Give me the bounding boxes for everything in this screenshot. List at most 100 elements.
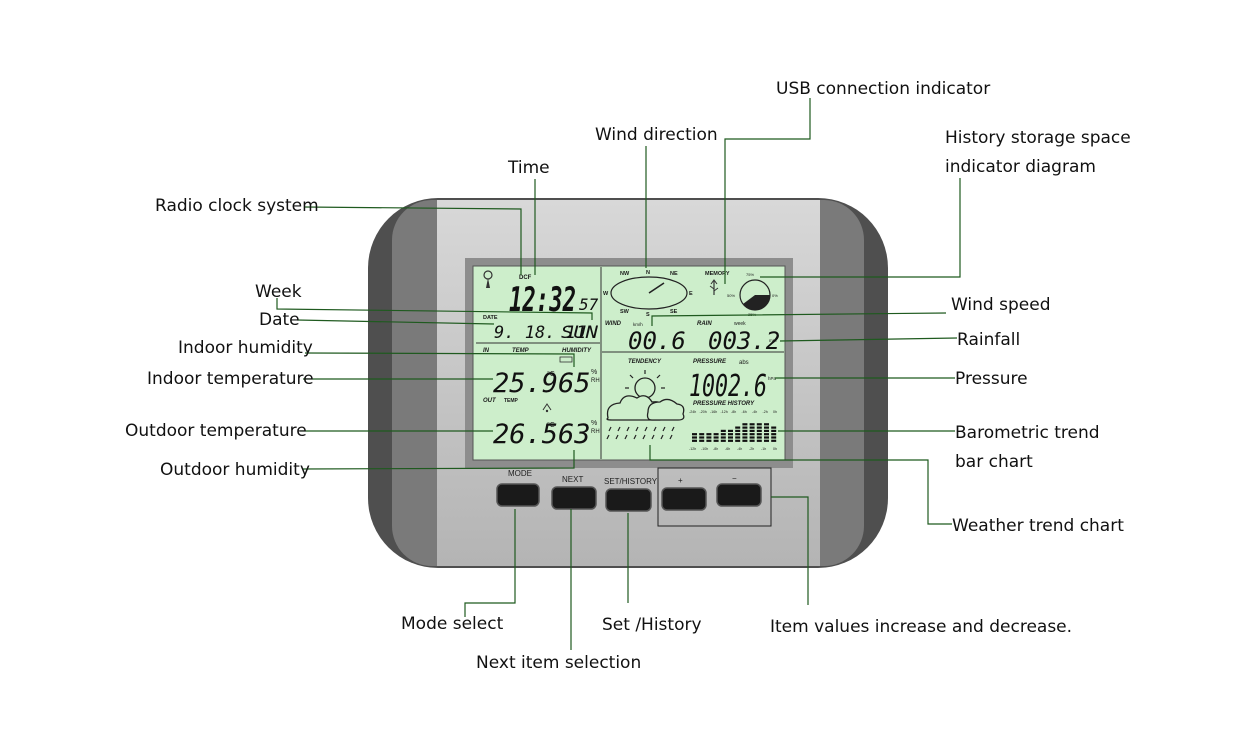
callout-mode-select: Mode select xyxy=(401,614,504,634)
barometric-bar-segment xyxy=(728,433,733,436)
barometric-bar-segment xyxy=(728,439,733,442)
callout-wind-speed: Wind speed xyxy=(951,295,1051,315)
memory-pie-icon xyxy=(739,279,771,311)
indoor-pct-unit: % xyxy=(591,369,597,376)
compass-e: E xyxy=(689,291,693,297)
barometric-bar-segment xyxy=(692,433,697,436)
barometric-bar-segment xyxy=(742,433,748,436)
barometric-bar-segment xyxy=(692,436,697,439)
outdoor-signal-icon xyxy=(542,403,552,413)
callout-set-history: Set /History xyxy=(602,615,702,635)
minus-button[interactable] xyxy=(716,483,762,507)
indoor-temp-display: 25.9 xyxy=(493,368,558,399)
history-hour-top-label: -6h xyxy=(742,410,747,414)
next-button-label: NEXT xyxy=(562,475,583,484)
barometric-bar-segment xyxy=(728,429,733,432)
humidity-header: HUMIDITY xyxy=(562,348,592,354)
next-button[interactable] xyxy=(551,486,597,510)
barometric-bar-segment xyxy=(720,433,726,436)
indoor-rh-unit: RH xyxy=(591,378,600,384)
weather-tendency-icon xyxy=(606,370,685,440)
outdoor-temp-unit: °C xyxy=(547,421,555,429)
callout-indoor-temperature: Indoor temperature xyxy=(147,369,314,389)
leader-date xyxy=(296,319,495,325)
callout-baro-trend-1: Barometric trend xyxy=(955,423,1100,443)
leader-item-values xyxy=(771,496,809,605)
set-history-button-label: SET/HISTORY xyxy=(604,477,658,486)
barometric-bar-segment xyxy=(706,439,712,442)
compass-n: N xyxy=(646,270,650,276)
barometric-bar-segment xyxy=(771,426,777,429)
compass-s: S xyxy=(646,312,650,318)
barometric-bar-segment xyxy=(771,429,777,432)
compass-sw: SW xyxy=(620,309,630,315)
barometric-bar-segment xyxy=(756,436,762,439)
history-hour-bottom-label: -12h xyxy=(689,447,696,451)
callout-time: Time xyxy=(508,158,550,178)
barometric-bar-segment xyxy=(756,423,762,426)
barometric-bar-segment xyxy=(713,436,719,439)
out-label: OUT xyxy=(483,398,497,404)
history-hour-bottom-label: -6h xyxy=(725,447,730,451)
compass-ne: NE xyxy=(670,271,678,277)
callout-indoor-humidity: Indoor humidity xyxy=(178,338,313,358)
memory-tick-50: 50% xyxy=(727,293,735,298)
barometric-bar-segment xyxy=(699,439,705,442)
barometric-bar-segment xyxy=(699,436,705,439)
wind-speed-display: 00.6 xyxy=(628,327,686,355)
callout-baro-trend-2: bar chart xyxy=(955,452,1033,472)
history-hour-bottom-label: -8h xyxy=(713,447,718,451)
barometric-bar-segment xyxy=(764,426,769,429)
rain-unit: mm xyxy=(769,338,777,343)
usb-icon xyxy=(709,279,719,295)
date-label: DATE xyxy=(483,315,498,321)
barometric-bar-segment xyxy=(764,433,769,436)
callout-outdoor-temperature: Outdoor temperature xyxy=(125,421,307,441)
barometric-bar-segment xyxy=(756,433,762,436)
history-hour-bottom-label: -4h xyxy=(737,447,742,451)
leader-weather-trend xyxy=(649,445,952,525)
set-history-button[interactable] xyxy=(605,488,652,512)
pressure-label: PRESSURE xyxy=(693,359,727,365)
barometric-bar-segment xyxy=(728,436,733,439)
history-hour-top-label: -20h xyxy=(700,410,707,414)
callout-rainfall: Rainfall xyxy=(957,330,1021,350)
callout-usb-indicator: USB connection indicator xyxy=(776,79,991,99)
plus-button[interactable] xyxy=(661,487,707,511)
memory-tick-75: 75% xyxy=(746,272,754,277)
barometric-bar-segment xyxy=(749,429,755,432)
plus-button-label: + xyxy=(678,476,683,485)
barometric-bar-segment xyxy=(771,436,777,439)
abs-label: abs xyxy=(739,360,749,366)
in-label: IN xyxy=(483,348,490,354)
callout-history-storage-1: History storage space xyxy=(945,128,1131,148)
callout-radio-clock: Radio clock system xyxy=(155,196,319,216)
outdoor-hum-display: 63 xyxy=(558,419,591,450)
barometric-bar-segment xyxy=(749,426,755,429)
barometric-trend-bars xyxy=(692,423,777,442)
callout-pressure: Pressure xyxy=(955,369,1028,389)
barometric-bar-segment xyxy=(742,439,748,442)
barometric-bar-segment xyxy=(713,439,719,442)
leader-mode xyxy=(464,509,516,617)
date-display: 9. 18. 11 xyxy=(494,323,586,343)
barometric-bar-segment xyxy=(756,439,762,442)
history-hour-bottom-label: -1h xyxy=(761,447,766,451)
compass-w: W xyxy=(603,291,609,297)
rainfall-display: 003.2 xyxy=(708,327,780,355)
barometric-bar-segment xyxy=(771,439,777,442)
barometric-bar-segment xyxy=(771,433,777,436)
leader-week xyxy=(276,298,593,320)
callout-wind-direction: Wind direction xyxy=(595,125,718,145)
weekday-display: SUN xyxy=(561,323,599,343)
barometric-bar-segment xyxy=(735,433,741,436)
barometric-bar-segment xyxy=(764,423,769,426)
pressure-unit: hPa xyxy=(768,376,777,381)
mode-button[interactable] xyxy=(496,483,540,507)
history-hour-bottom-label: -2h xyxy=(749,447,754,451)
barometric-bar-segment xyxy=(735,429,741,432)
rain-label: RAIN xyxy=(697,321,712,327)
barometric-bar-segment xyxy=(764,439,769,442)
